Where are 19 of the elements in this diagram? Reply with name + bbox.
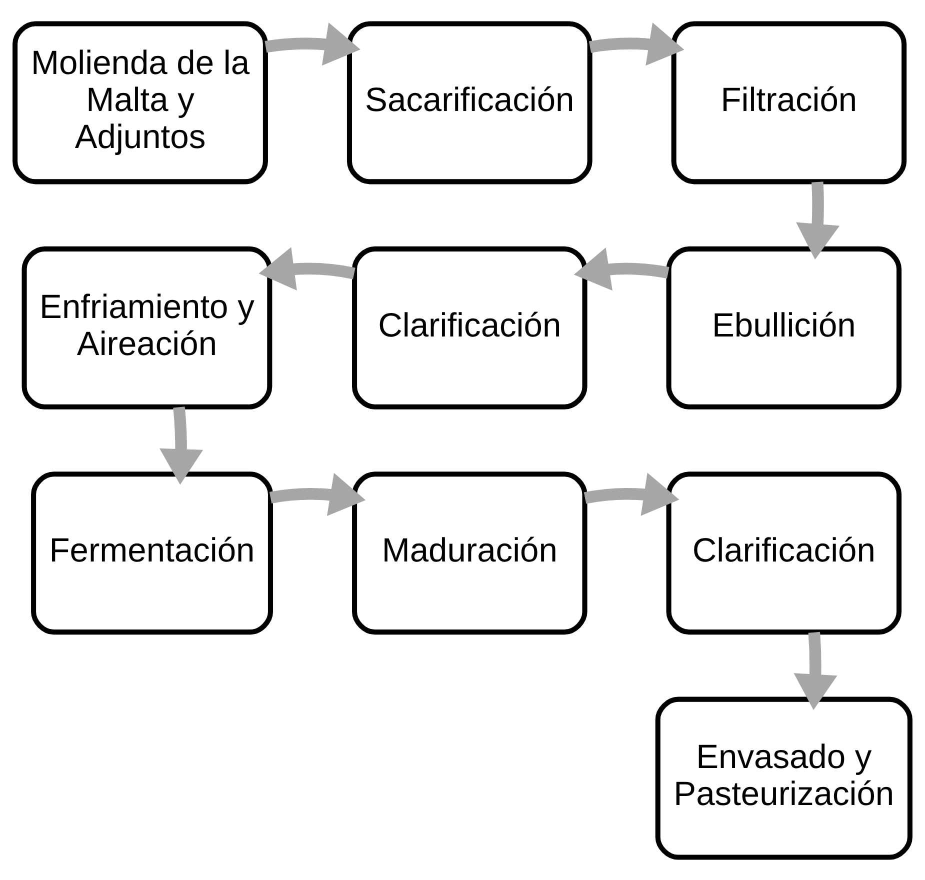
node-box: Molienda de la Malta y Adjuntos bbox=[12, 20, 268, 184]
node-box: Filtración bbox=[671, 20, 907, 184]
arrow bbox=[589, 22, 684, 66]
arrow bbox=[584, 472, 680, 516]
arrow bbox=[269, 472, 366, 516]
arrow bbox=[794, 631, 838, 710]
node-box: Fermentación bbox=[31, 471, 274, 634]
node-box: Sacarificación bbox=[346, 20, 592, 184]
arrow bbox=[159, 406, 204, 484]
arrow bbox=[264, 22, 360, 66]
arrow bbox=[796, 181, 840, 260]
arrow bbox=[258, 246, 356, 290]
node-box: Enfriamiento y Aireación bbox=[22, 246, 272, 409]
node-box: Clarificación bbox=[352, 246, 588, 409]
node-box: Maduración bbox=[352, 471, 588, 634]
arrow bbox=[574, 247, 670, 290]
node-box: Ebullición bbox=[666, 246, 902, 409]
node-box: Clarificación bbox=[666, 471, 902, 634]
node-box: Envasado y Pasteurización bbox=[655, 696, 912, 860]
